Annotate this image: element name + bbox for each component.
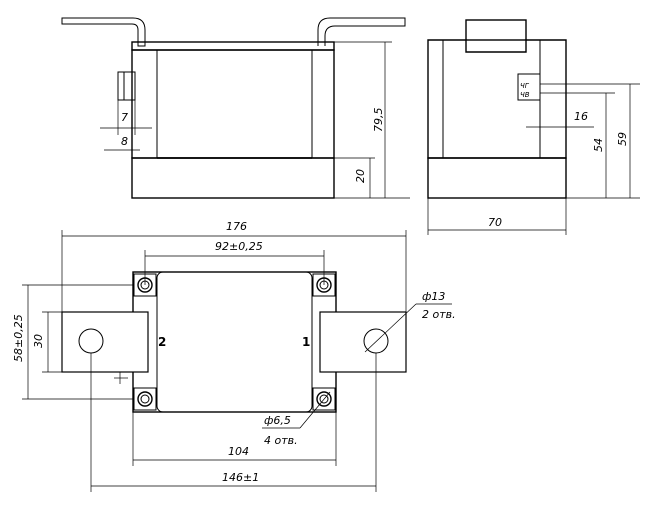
- side-base: [427, 157, 567, 199]
- dim-70: 70: [488, 216, 502, 229]
- side-connector: [117, 71, 136, 101]
- dim-104: 104: [228, 445, 249, 458]
- dim-7: 7: [121, 111, 128, 124]
- connector-mark-top: ЧГ: [520, 82, 530, 90]
- upper-body: [131, 49, 335, 159]
- dim-79-5: 79,5: [372, 108, 385, 133]
- dim-dia6-5: ф6,5: [264, 414, 291, 427]
- dim-30: 30: [32, 334, 45, 348]
- terminal-pad-1: [319, 311, 407, 373]
- dim-176: 176: [226, 220, 247, 233]
- side-top-bus: [465, 19, 527, 41]
- terminal-label-1: 1: [302, 335, 310, 349]
- base-block: [131, 157, 335, 199]
- dim-59: 59: [616, 132, 629, 146]
- connector-mark-bottom: ЧВ: [520, 91, 530, 99]
- dim-54: 54: [592, 138, 605, 152]
- side-view: ЧГ ЧВ 16 54 59 70: [427, 19, 640, 235]
- dim-16: 16: [574, 110, 588, 123]
- top-view: 2 1 176 92±0,25 58±0,25 30 ф13 2 отв. ф6…: [12, 220, 456, 492]
- top-cover: [131, 41, 335, 51]
- terminal-pad-2: [61, 311, 149, 373]
- dim-20: 20: [354, 169, 367, 183]
- side-upper-body: [427, 39, 567, 159]
- dim-146: 146±1: [222, 471, 259, 484]
- dim-92: 92±0,25: [215, 240, 263, 253]
- left-terminal-bus: [61, 17, 146, 47]
- side-connector-block: [517, 73, 541, 101]
- dim-dia13: ф13: [422, 290, 445, 303]
- dim-dia6-5-count: 4 отв.: [264, 434, 298, 447]
- top-body-inner: [156, 271, 313, 413]
- dim-58: 58±0,25: [12, 314, 25, 362]
- terminal-label-2: 2: [158, 335, 166, 349]
- right-terminal-bus: [317, 17, 406, 46]
- front-view: 7 8 79,5 20: [61, 17, 410, 199]
- dim-8: 8: [121, 135, 128, 148]
- dim-dia13-count: 2 отв.: [422, 308, 456, 321]
